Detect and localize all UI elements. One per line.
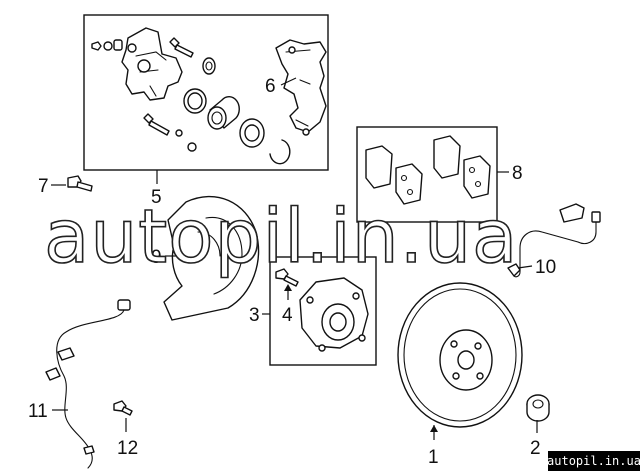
caliper-housing <box>121 27 183 101</box>
pad-set-frame <box>356 126 498 223</box>
guide-pin-bottom <box>143 113 170 136</box>
pin-boot <box>202 57 216 75</box>
callout-3: 3 <box>249 305 260 326</box>
callout-6: 6 <box>265 76 276 97</box>
caliper-kit-frame <box>83 14 329 171</box>
watermark-text: autopil.in.ua <box>44 194 518 280</box>
sensor-bolt <box>113 400 133 416</box>
hub-assembly <box>299 277 369 352</box>
hub-nut <box>526 394 550 422</box>
abs-sensor <box>45 299 131 469</box>
caliper-bracket <box>275 39 327 136</box>
callout-8: 8 <box>512 163 523 184</box>
brake-disc <box>397 282 523 428</box>
piston-boot <box>239 118 265 148</box>
callout-2: 2 <box>530 438 541 459</box>
callout-1: 1 <box>428 447 439 468</box>
callout-4: 4 <box>282 305 293 326</box>
callout-7: 7 <box>38 176 49 197</box>
snap-ring <box>269 139 291 165</box>
small-washers <box>175 129 197 152</box>
callout-1-arrow <box>430 425 438 432</box>
guide-pin-top <box>169 37 194 58</box>
callout-10-leader <box>517 265 533 269</box>
callout-6-leader <box>280 77 297 86</box>
callout-5: 5 <box>151 187 162 208</box>
caliper-piston <box>207 96 240 130</box>
brake-pads <box>365 135 491 205</box>
callout-10: 10 <box>535 257 556 278</box>
caliper-small-hardware <box>91 39 123 51</box>
hub-assembly-frame <box>269 256 377 366</box>
corner-badge-text: autopil.in.ua <box>547 454 640 468</box>
bleeder-screw <box>67 175 93 192</box>
callout-11: 11 <box>28 401 48 422</box>
hub-bolt <box>275 268 299 287</box>
corner-badge <box>548 451 640 471</box>
piston-seal <box>183 88 207 114</box>
callout-12: 12 <box>117 438 138 459</box>
wear-sensor <box>507 203 601 278</box>
callout-4-arrow <box>284 284 292 291</box>
dust-shield <box>163 195 260 321</box>
callout-9: 9 <box>151 247 162 268</box>
